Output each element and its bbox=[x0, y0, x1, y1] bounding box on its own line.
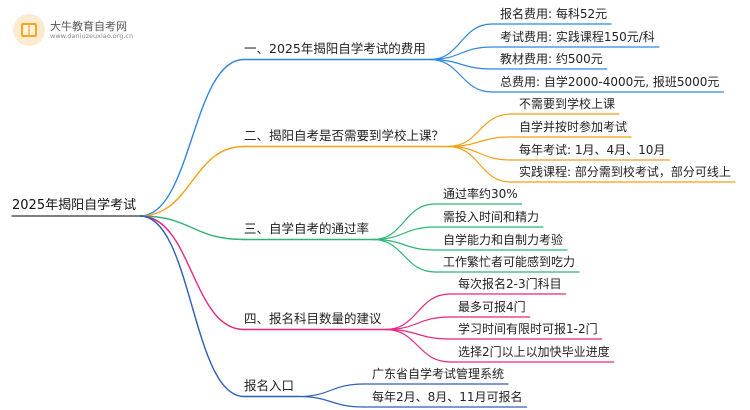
branch-to-leaf-line bbox=[384, 293, 451, 331]
branch-subject-advice: 四、报名科目数量的建议 bbox=[244, 311, 382, 326]
root-to-branch-line bbox=[139, 58, 245, 217]
branch-to-leaf-line bbox=[447, 145, 512, 161]
root-to-branch-line bbox=[139, 215, 245, 398]
branch-to-leaf-line bbox=[297, 383, 365, 398]
leaf-textbook-fee: 教材费用: 约500元 bbox=[500, 52, 603, 66]
watermark-url: www.daniuzeuxiao.org.cn bbox=[50, 31, 134, 40]
leaf-max-subjects: 最多可报4门 bbox=[458, 300, 526, 314]
leaf-total-fee: 总费用: 自学2000-4000元, 报班5000元 bbox=[500, 75, 720, 89]
leaf-self-study: 自学并按时参加考试 bbox=[519, 120, 628, 134]
branch-to-leaf-line bbox=[297, 395, 365, 408]
leaf-practice-course: 实践课程: 部分需到校考试，部分可线上 bbox=[519, 165, 731, 179]
root-to-branch-line bbox=[139, 145, 245, 217]
leaf-self-discipline: 自学能力和自制力考验 bbox=[443, 233, 564, 247]
watermark-logo: 大牛教育自考网 www.daniuzeuxiao.org.cn bbox=[12, 12, 142, 48]
leaf-subjects-per-session: 每次报名2-3门科目 bbox=[458, 277, 562, 291]
branch-to-leaf-line bbox=[447, 145, 512, 183]
leaf-registration-months: 每年2月、8月、11月可报名 bbox=[372, 390, 523, 404]
leaf-exam-fee: 考试费用: 实践课程150元/科 bbox=[500, 30, 655, 44]
leaf-system: 广东省自学考试管理系统 bbox=[372, 367, 505, 381]
root-topic: 2025年揭阳自学考试 bbox=[12, 198, 137, 213]
branch-to-leaf-line bbox=[372, 203, 436, 241]
branch-to-leaf-line bbox=[372, 226, 436, 241]
root-to-branch-line bbox=[139, 215, 245, 241]
branch-classes: 二、揭阳自考是否需要到学校上课？ bbox=[244, 128, 445, 143]
branch-to-leaf-line bbox=[429, 23, 493, 61]
branch-pass-rate: 三、自学自考的通过率 bbox=[244, 221, 370, 236]
leaf-busy-workers: 工作繁忙者可能感到吃力 bbox=[443, 255, 576, 269]
watermark-brand: 大牛教育自考网 bbox=[50, 19, 127, 33]
leaf-limited-time: 学习时间有限时可报1-2门 bbox=[458, 322, 598, 336]
leaf-no-classes: 不需要到学校上课 bbox=[519, 97, 616, 111]
leaf-exam-months: 每年考试: 1月、4月、10月 bbox=[519, 143, 666, 157]
branch-to-leaf-line bbox=[384, 328, 451, 363]
root-to-branch-line bbox=[139, 215, 245, 331]
leaf-pass-rate: 通过率约30% bbox=[443, 187, 518, 201]
branch-fees: 一、2025年揭阳自学考试的费用 bbox=[244, 41, 426, 56]
branch-to-leaf-line bbox=[372, 238, 436, 273]
leaf-faster-graduation: 选择2门以上以加快毕业进度 bbox=[458, 345, 610, 359]
leaf-registration-fee: 报名费用: 每科52元 bbox=[500, 7, 608, 21]
branch-to-leaf-line bbox=[429, 58, 493, 93]
branch-registration: 报名入口 bbox=[244, 378, 295, 393]
book-logo-icon bbox=[12, 13, 46, 47]
branch-to-leaf-line bbox=[429, 46, 493, 61]
branch-to-leaf-line bbox=[384, 316, 451, 331]
leaf-time-effort: 需投入时间和精力 bbox=[443, 210, 540, 224]
